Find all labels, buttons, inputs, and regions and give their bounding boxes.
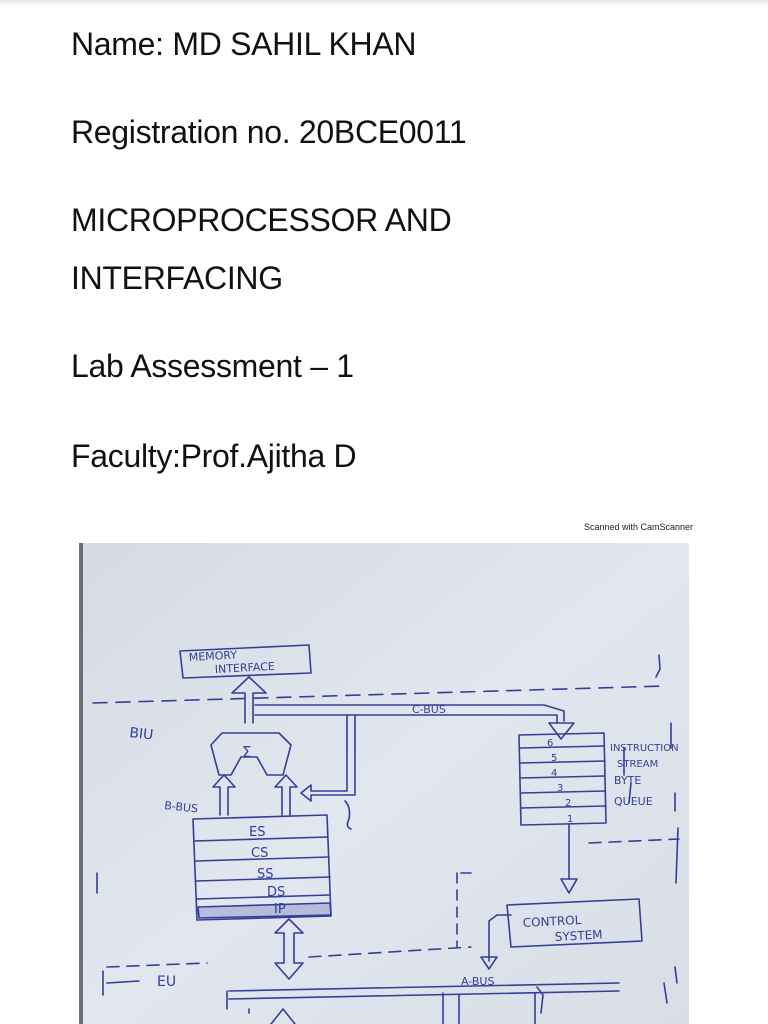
biu-right-boundary bbox=[670, 722, 679, 884]
eu-marker bbox=[102, 970, 140, 996]
register-cs: CS bbox=[251, 846, 268, 861]
biu-eu-architecture-diagram: MEMORY INTERFACE BIU C-BUS Σ B-BUS ES CS… bbox=[79, 543, 689, 1024]
biu-top-boundary bbox=[92, 685, 665, 704]
a-bus-label: A-BUS bbox=[461, 975, 494, 988]
memory-arrow bbox=[231, 676, 267, 724]
eu-boundary-left bbox=[106, 962, 208, 968]
register-ip: IP bbox=[274, 902, 286, 917]
subject-title-line-2: INTERFACING bbox=[71, 260, 283, 296]
adder-block bbox=[210, 732, 292, 776]
bottom-arrow-head bbox=[270, 1008, 296, 1024]
queue-to-control-arrow bbox=[560, 878, 578, 894]
register-es: ES bbox=[249, 825, 265, 840]
paper-left-edge bbox=[79, 543, 83, 1024]
assessment-title: Lab Assessment – 1 bbox=[71, 348, 354, 384]
control-output-line bbox=[488, 914, 512, 962]
handwritten-diagram-photo: MEMORY INTERFACE BIU C-BUS Σ B-BUS ES CS… bbox=[79, 543, 689, 1024]
a-bus-arrow-stub bbox=[536, 986, 544, 1014]
c-bus-feedback-arrow bbox=[300, 714, 356, 802]
queue-label-instruction: INSTRUCTION bbox=[610, 743, 679, 754]
scan-top-edge bbox=[0, 0, 768, 6]
a-bus-left-stub bbox=[226, 990, 250, 1014]
paper-background bbox=[79, 543, 689, 1024]
queue-label-byte: BYTE bbox=[614, 774, 641, 787]
a-bus-lines bbox=[228, 982, 620, 1000]
queue-slot-2: 2 bbox=[565, 798, 571, 809]
segment-register-stack bbox=[192, 814, 332, 921]
control-label-line-1: CONTROL bbox=[522, 913, 582, 930]
ip-register-shade bbox=[197, 902, 332, 919]
b-bus-label: B-BUS bbox=[164, 799, 199, 815]
control-system-box bbox=[506, 898, 643, 948]
eu-boundary-vertical bbox=[456, 872, 475, 948]
b-bus-arrow-left bbox=[212, 774, 236, 816]
queue-slot-3: 3 bbox=[557, 783, 563, 794]
scanner-watermark: Scanned with CamScanner bbox=[583, 522, 693, 532]
memory-interface-box bbox=[179, 644, 312, 679]
register-ss: SS bbox=[257, 867, 274, 882]
eu-right-mark bbox=[663, 966, 678, 1004]
instruction-queue-box bbox=[518, 732, 607, 826]
queue-label-queue: QUEUE bbox=[614, 795, 653, 808]
memory-label-line-2: INTERFACE bbox=[214, 660, 275, 676]
subject-title-line-1: MICROPROCESSOR AND bbox=[71, 202, 452, 238]
queue-dividers bbox=[519, 745, 607, 809]
biu-label: BIU bbox=[129, 725, 155, 743]
c-bus-label: C-BUS bbox=[412, 703, 446, 716]
memory-label-line-1: MEMORY bbox=[188, 648, 237, 664]
registration-number: Registration no. 20BCE0011 bbox=[71, 114, 467, 150]
eu-label: EU bbox=[157, 974, 176, 990]
feedback-stub bbox=[344, 800, 352, 830]
queue-slot-6: 6 bbox=[547, 738, 553, 749]
queue-slot-1: 1 bbox=[567, 814, 573, 825]
register-abus-double-arrow bbox=[274, 918, 304, 980]
register-ds: DS bbox=[267, 885, 285, 900]
a-bus-drop-mid bbox=[442, 992, 460, 1024]
adder-sigma: Σ bbox=[242, 743, 251, 761]
b-bus-arrow-right bbox=[274, 774, 298, 816]
control-output-arrow bbox=[480, 956, 498, 970]
control-label-line-2: SYSTEM bbox=[554, 928, 603, 944]
register-dividers bbox=[194, 836, 331, 900]
eu-boundary-right bbox=[588, 838, 680, 844]
queue-slot-4: 4 bbox=[551, 768, 557, 779]
queue-brace bbox=[623, 747, 632, 804]
student-name: Name: MD SAHIL KHAN bbox=[71, 26, 417, 62]
c-bus-arrow bbox=[548, 722, 575, 740]
faculty-name: Faculty:Prof.Ajitha D bbox=[71, 438, 357, 474]
eu-boundary-mid bbox=[308, 946, 472, 958]
queue-label-stream: STREAM bbox=[617, 759, 658, 770]
queue-slot-5: 5 bbox=[551, 753, 557, 764]
c-bus-line-top bbox=[254, 704, 565, 722]
biu-corner-mark bbox=[655, 654, 661, 678]
